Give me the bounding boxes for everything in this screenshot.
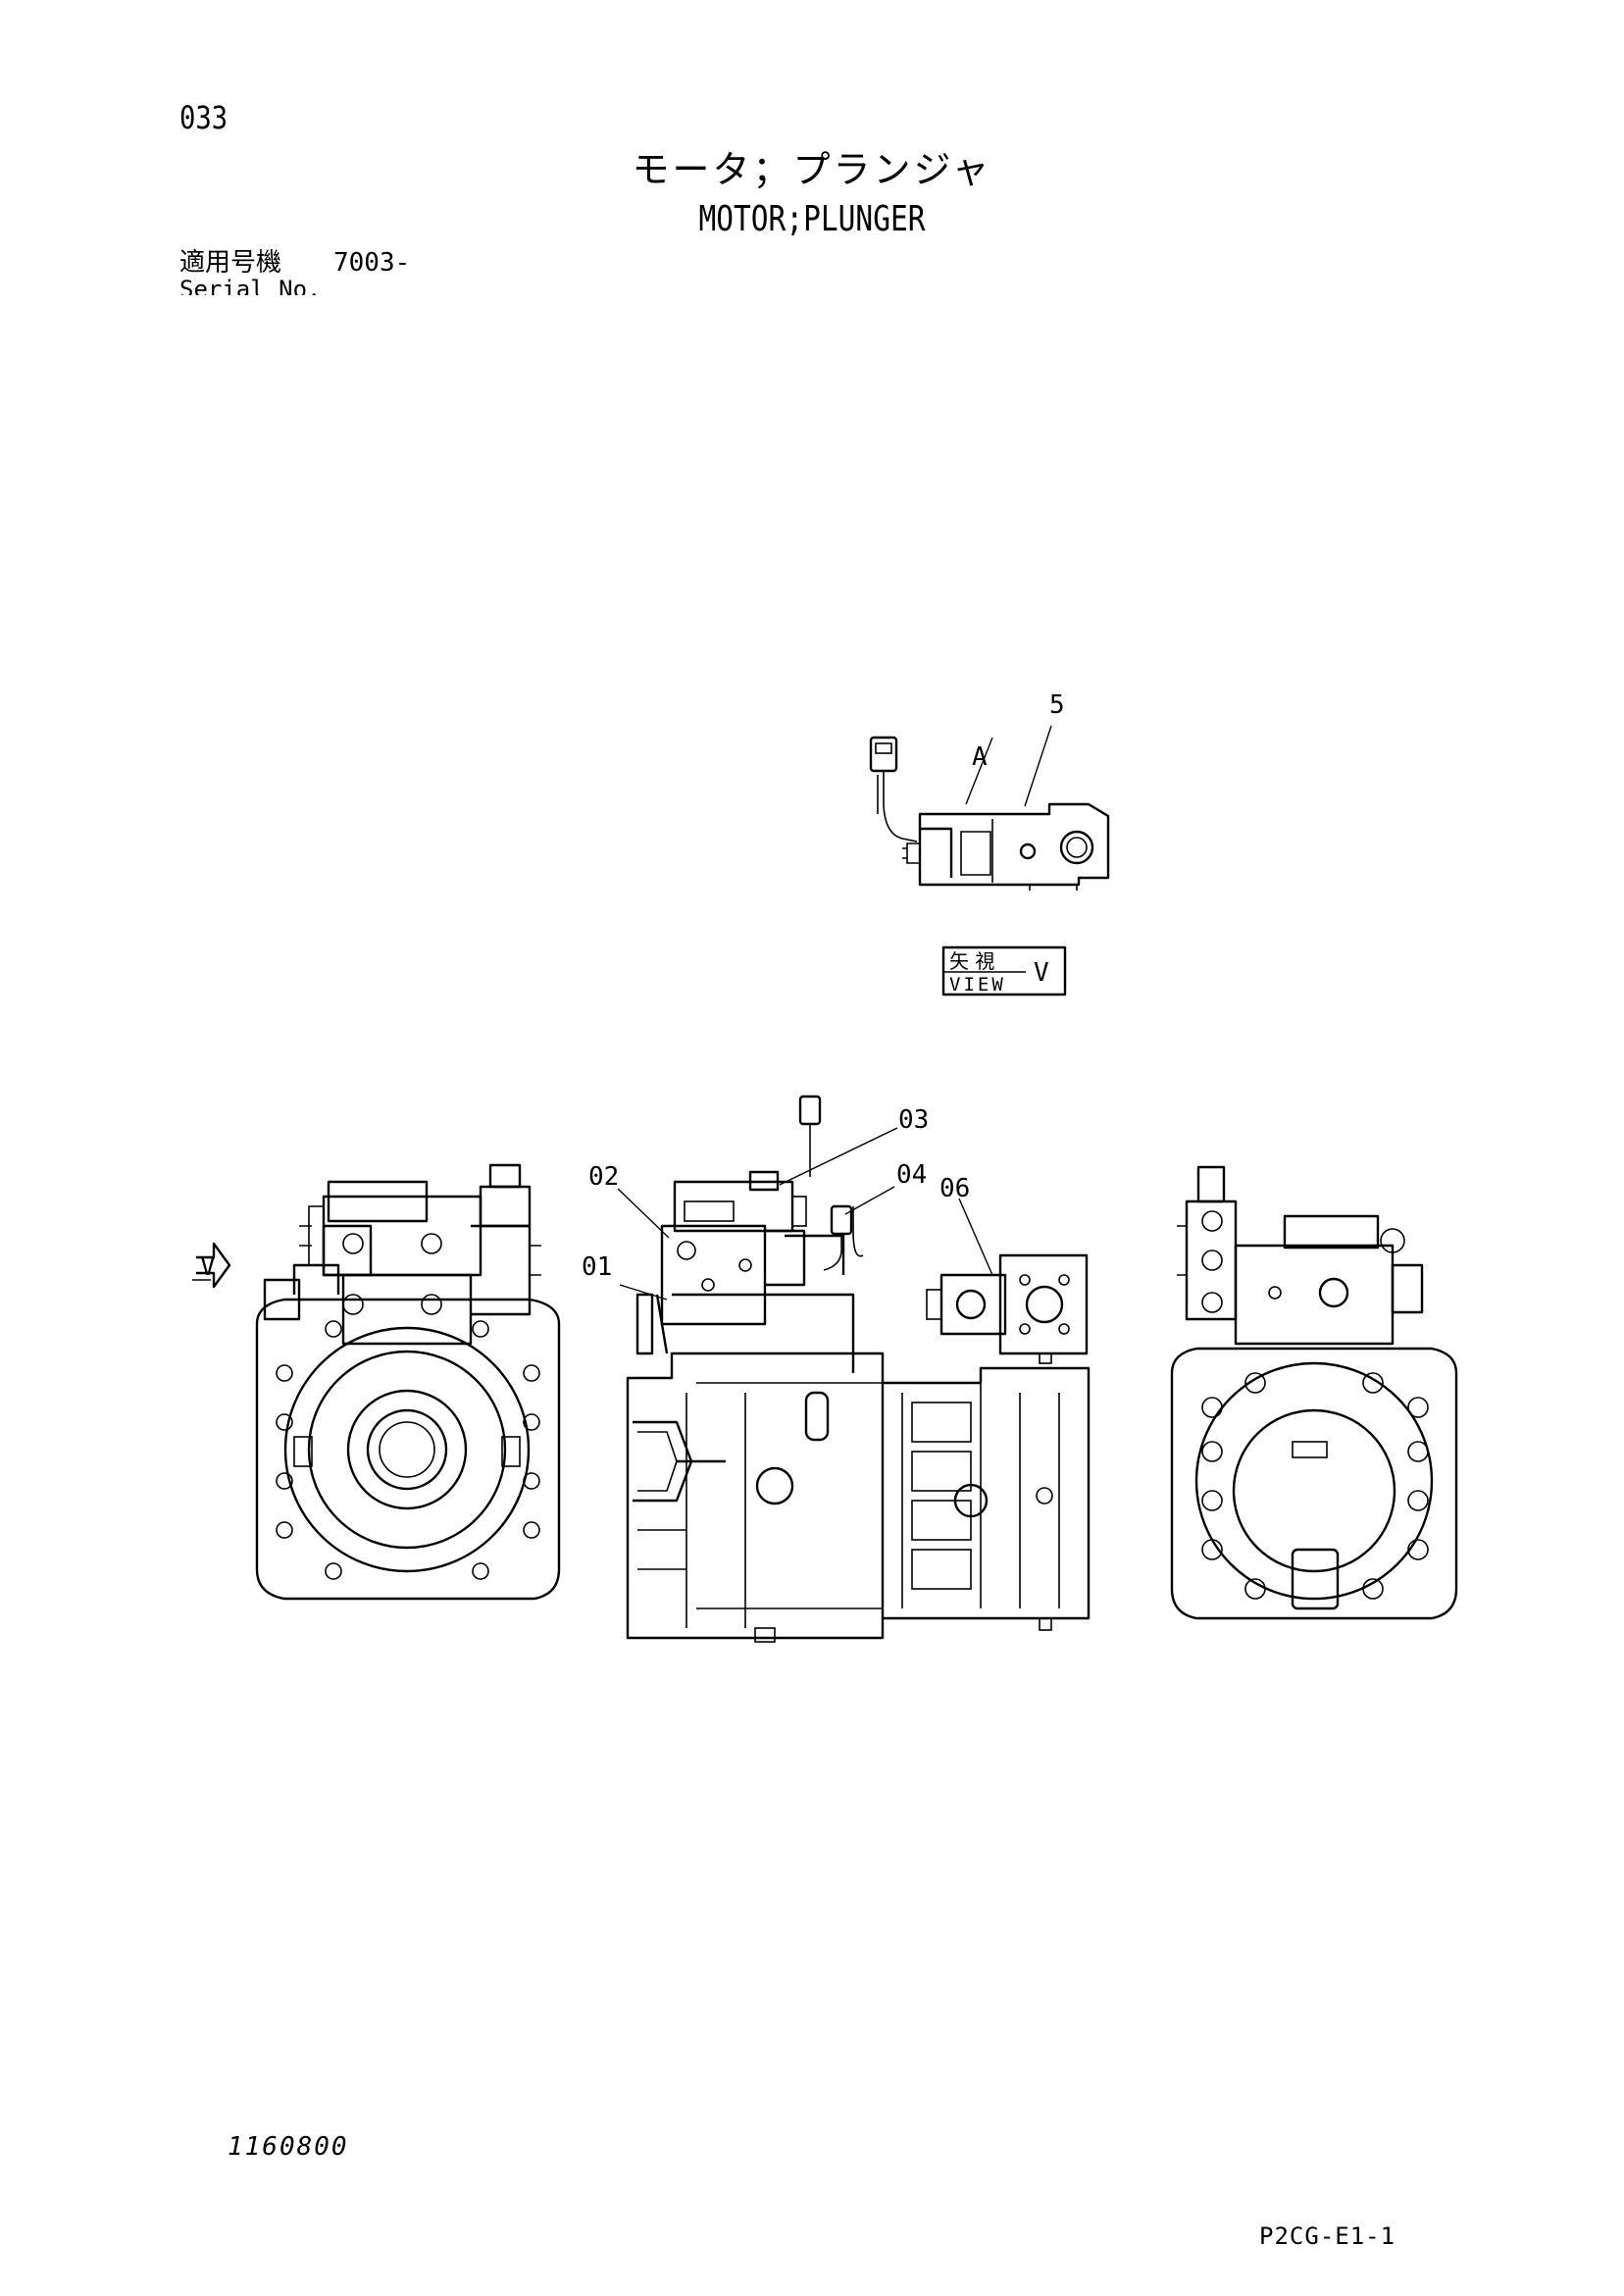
callout-01: 01 — [582, 1252, 612, 1282]
detail-view-v — [869, 725, 1110, 891]
view-arrow — [192, 1242, 231, 1289]
drawing-number: 1160800 — [228, 2132, 349, 2162]
title-japanese: モータ；プランジャ — [632, 148, 992, 191]
callout-5: 5 — [1049, 690, 1065, 720]
serial-label: 適用号機 — [179, 248, 282, 278]
front-view — [255, 1163, 561, 1601]
page-code: P2CG-E1-1 — [1259, 2222, 1396, 2250]
rear-view — [1170, 1165, 1458, 1620]
title-english: MOTOR;PLUNGER — [698, 199, 926, 239]
view-marker-v: V — [200, 1252, 216, 1282]
side-view — [626, 1095, 1091, 1643]
view-label-letter: V — [1034, 958, 1049, 988]
callout-03: 03 — [898, 1105, 929, 1135]
page-number: 033 — [179, 99, 228, 136]
callout-04: 04 — [896, 1160, 927, 1190]
serial-value: 7003- — [333, 248, 411, 278]
callout-06: 06 — [939, 1174, 970, 1203]
callout-a: A — [972, 742, 988, 772]
view-label-box: 矢 視 VIEW V — [941, 945, 1067, 996]
view-label-jp: 矢 視 — [949, 949, 994, 973]
view-label-en: VIEW — [949, 974, 1006, 995]
callout-02: 02 — [588, 1162, 619, 1192]
serial-label-english: Serial No. — [179, 278, 322, 295]
